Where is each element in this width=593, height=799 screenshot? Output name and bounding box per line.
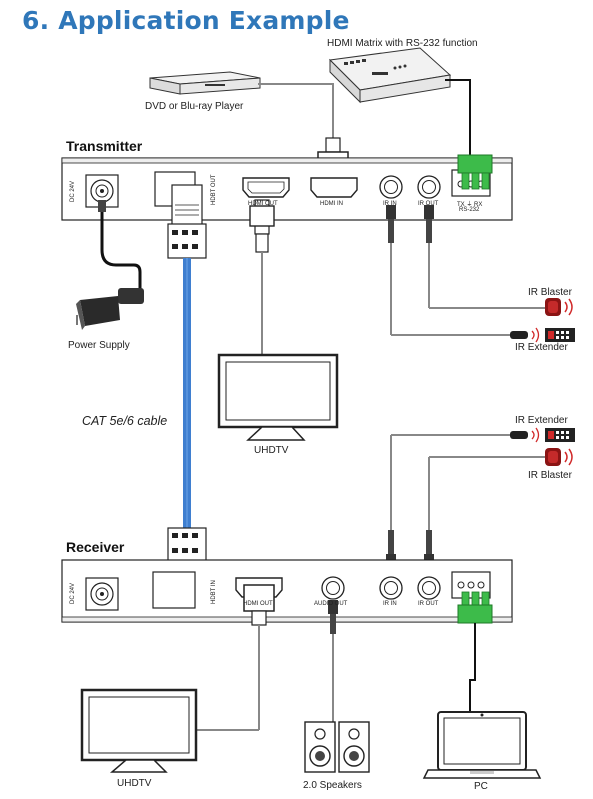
page-title: 6. Application Example: [22, 6, 350, 35]
ir-extender-bottom-label: IR Extender: [515, 415, 568, 426]
ir-extender-top-icon: [510, 327, 575, 343]
transmitter-title: Transmitter: [66, 138, 143, 154]
rx-audio-out-label: AUDIO OUT: [314, 601, 348, 607]
matrix-label: HDMI Matrix with RS-232 function: [327, 38, 478, 49]
tx-hdmi-in-label: HDMI IN: [320, 201, 343, 207]
tx-ir-in-label: IR IN: [383, 201, 397, 207]
ir-blaster-top-label: IR Blaster: [528, 287, 572, 298]
tx-dc-label: DC 24V: [70, 180, 76, 202]
power-supply-label: Power Supply: [68, 340, 130, 351]
speakers-label: 2.0 Speakers: [303, 780, 362, 791]
tv-bottom-icon: [80, 688, 198, 773]
ir-extender-top-label: IR Extender: [515, 342, 568, 353]
receiver-title: Receiver: [66, 539, 125, 555]
transmitter-box: [61, 154, 513, 221]
rx-dc-label: DC 24V: [70, 582, 76, 604]
rx-hdbt-label: HDBT IN: [211, 580, 217, 604]
ir-blaster-bottom-label: IR Blaster: [528, 470, 572, 481]
tx-hdbt-label: HDBT OUT: [211, 174, 217, 205]
tv-top-label: UHDTV: [254, 445, 289, 456]
ir-blaster-top-icon: [545, 298, 573, 316]
pc-laptop-icon: [422, 711, 542, 779]
cat-cable: [167, 184, 207, 597]
tx-rs232-pins-label: TX ⏚ RX: [457, 202, 483, 208]
tx-hdmi-out-label: HDMI OUT: [248, 201, 278, 207]
dvd-player-icon: [149, 71, 261, 95]
rx-ir-out-label: IR OUT: [418, 601, 439, 607]
speakers-icon: [304, 721, 370, 773]
ir-extender-bottom-icon: [510, 427, 575, 443]
ir-blaster-bottom-icon: [545, 448, 573, 466]
power-supply-icon: [76, 288, 144, 330]
tv-top-icon: [217, 353, 339, 441]
hdmi-matrix-icon: [328, 47, 452, 104]
tx-ir-out-label: IR OUT: [418, 201, 439, 207]
cat-cable-label: CAT 5e/6 cable: [82, 414, 168, 428]
rx-ir-in-label: IR IN: [383, 601, 397, 607]
rx-hdmi-out-label: HDMI OUT: [243, 601, 273, 607]
receiver-box: [61, 559, 513, 624]
pc-label: PC: [474, 781, 488, 792]
tx-rs232-label: RS-232: [459, 207, 480, 213]
player-label: DVD or Blu-ray Player: [145, 101, 244, 112]
tv-bottom-label: UHDTV: [117, 778, 152, 789]
